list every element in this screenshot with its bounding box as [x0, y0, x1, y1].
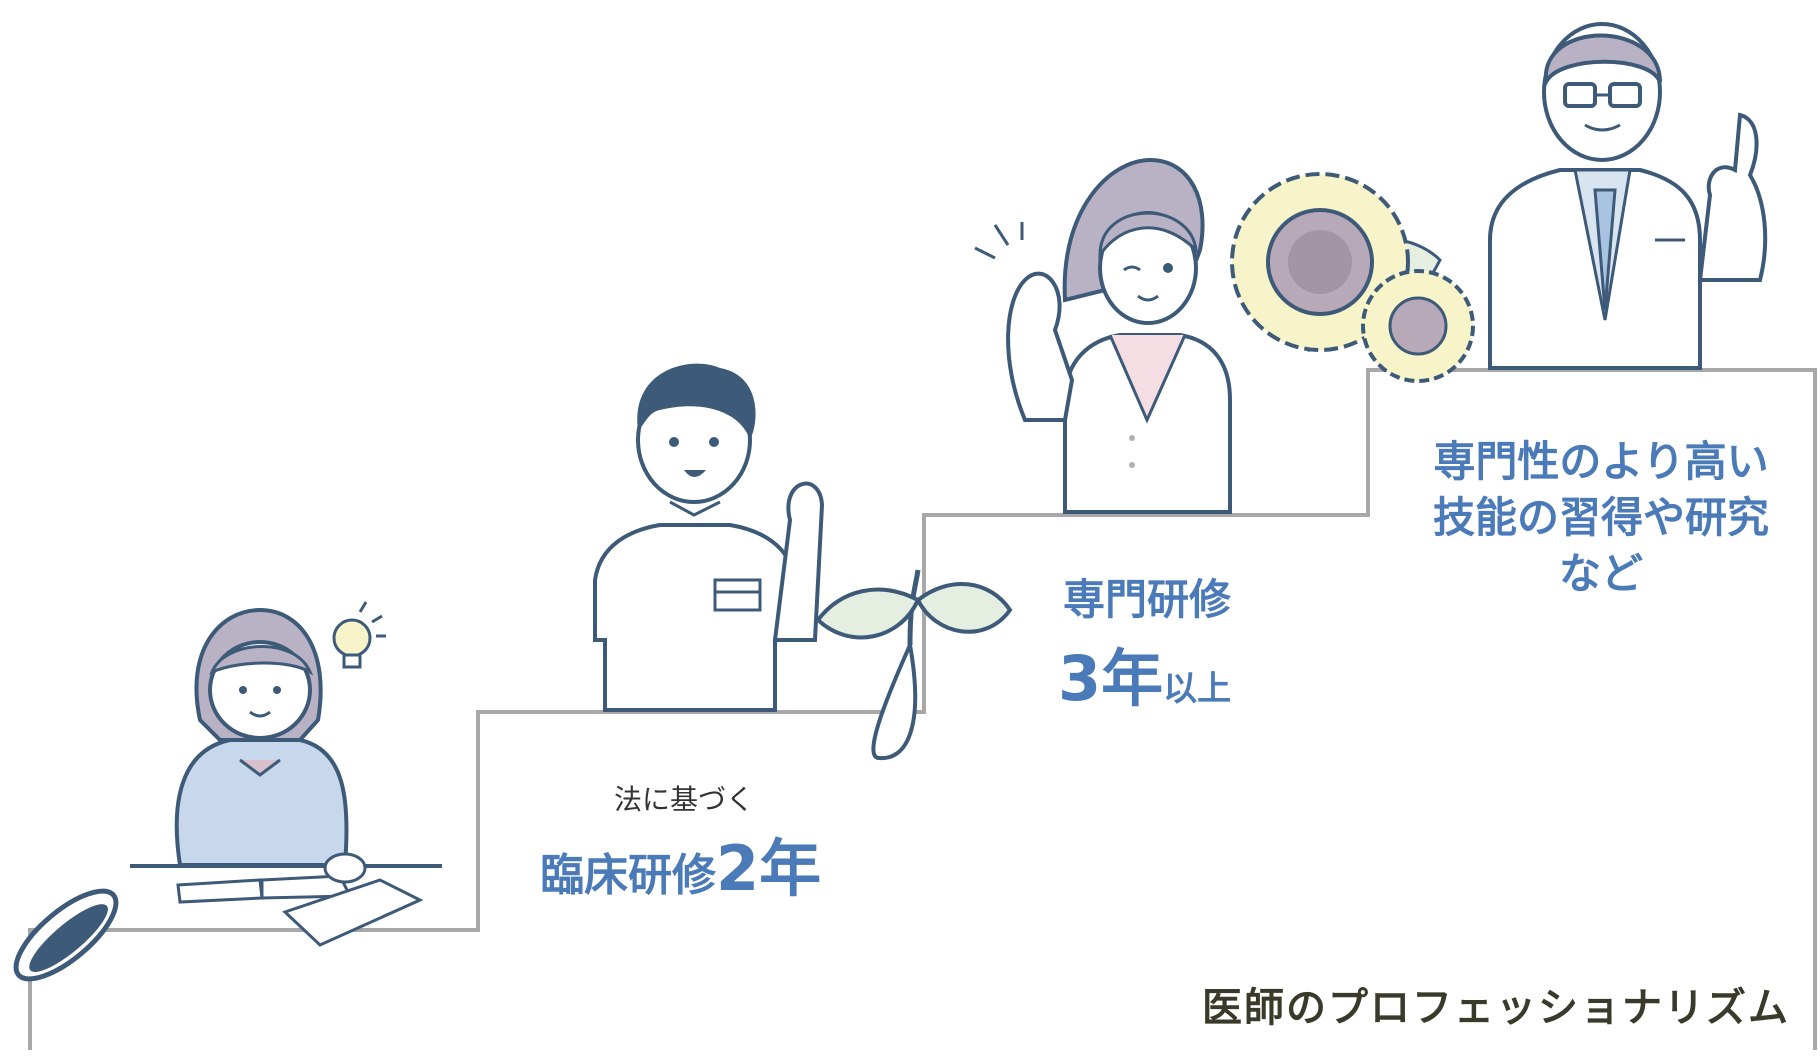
senior-doctor-icon [1488, 22, 1768, 370]
step2-suffix: 以上 [1163, 669, 1232, 709]
seed-icon [13, 888, 119, 982]
step2-main-label: 専門研修 [1063, 575, 1232, 624]
step1-label: 臨床研修2年 [540, 818, 821, 908]
step3-line-1: 専門性のより高い [1433, 437, 1769, 486]
sunflower-icon [1230, 172, 1475, 383]
sprout-icon [815, 569, 1013, 761]
step1-pre-label: 法に基づく [614, 783, 755, 816]
step1-value: 2年 [716, 832, 822, 905]
step3-line-2: 技能の習得や研究 [1432, 493, 1769, 542]
step1-main-label: 臨床研修 [540, 850, 716, 901]
step3-description: 専門性のより高い 技能の習得や研究 など [1412, 434, 1790, 602]
step2-label: 3年以上 [1058, 628, 1231, 718]
student-icon [130, 601, 442, 947]
footer-title: 医師のプロフェッショナリズム [1202, 985, 1790, 1031]
lightbulb-icon [332, 601, 386, 669]
step2-value: 3年 [1058, 642, 1164, 715]
female-doctor-icon [974, 157, 1232, 514]
resident-doctor-icon [593, 363, 825, 712]
step3-line-3: など [1558, 549, 1643, 598]
